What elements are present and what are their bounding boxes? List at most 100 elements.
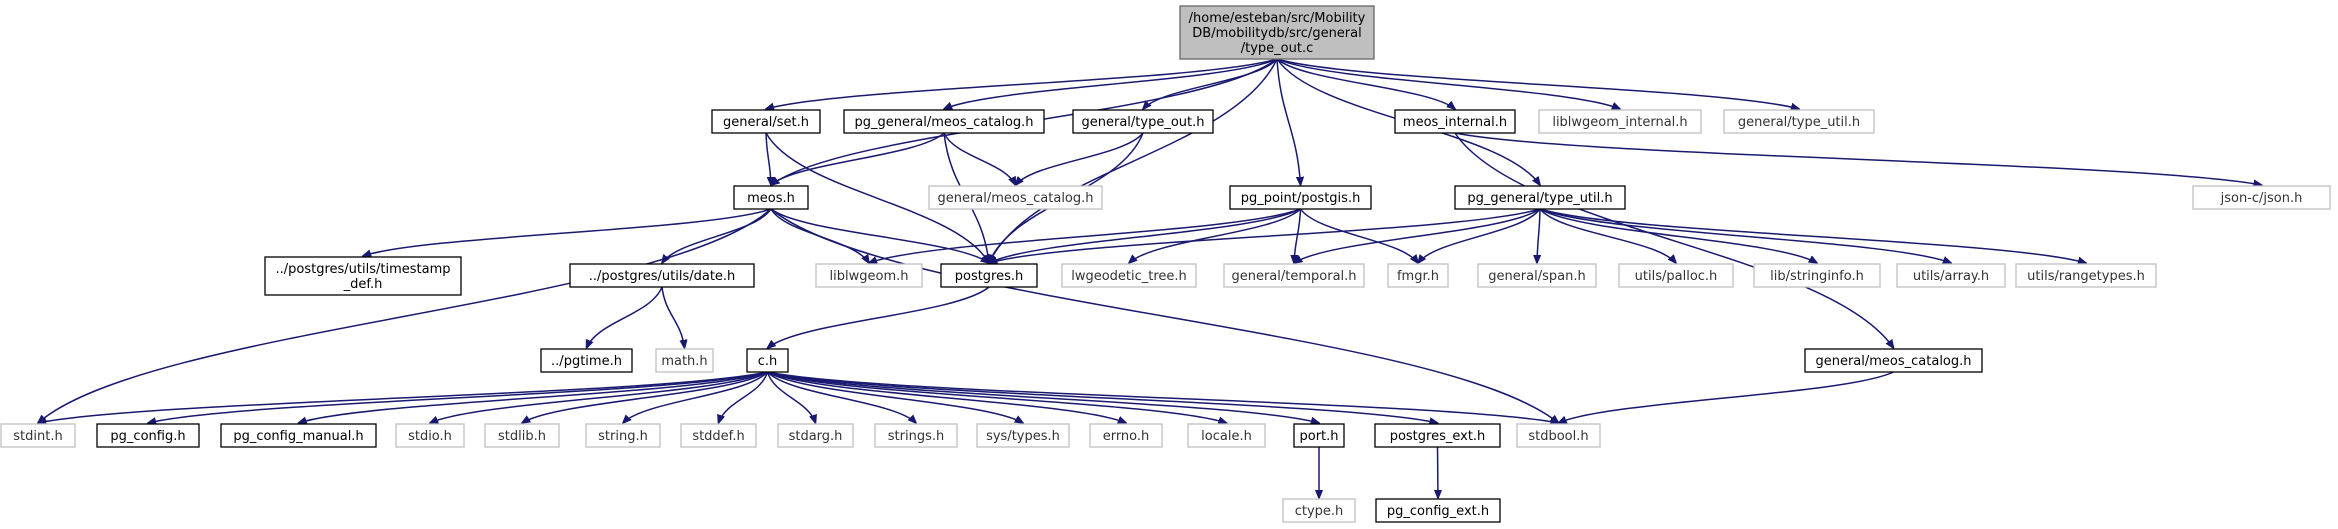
node-label: meos_internal.h xyxy=(1403,115,1507,130)
node-utils-rangetypes-h[interactable]: utils/rangetypes.h xyxy=(2015,263,2157,288)
node-pg-config-h[interactable]: pg_config.h xyxy=(96,423,200,448)
node-label: general/set.h xyxy=(723,115,809,130)
node-label: math.h xyxy=(661,354,707,369)
edge-root-to-liblwgeom-internal-h xyxy=(1276,58,1620,109)
node-label: pg_general/type_util.h xyxy=(1467,191,1612,206)
edge-root-to-pg-general-meos-catalog-h xyxy=(944,58,1278,109)
node-label: ../postgres/utils/timestamp xyxy=(275,262,450,277)
node-general-meos-catalog-h-a[interactable]: general/meos_catalog.h xyxy=(928,185,1103,210)
node-box xyxy=(1753,263,1881,288)
edge-pg-point-postgis-h-to-postgres-h xyxy=(989,208,1301,263)
node-utils-array-h[interactable]: utils/array.h xyxy=(1896,263,2006,288)
node-box xyxy=(777,423,854,448)
node-box xyxy=(540,348,633,373)
node-utils-palloc-h[interactable]: utils/palloc.h xyxy=(1618,263,1734,288)
node-stddef-h[interactable]: stddef.h xyxy=(680,423,757,448)
node-label: meos.h xyxy=(747,191,795,206)
edge-root-to-meos-internal-h xyxy=(1276,58,1455,109)
edge-meos-h-to-stdint-h xyxy=(38,208,772,423)
node-box xyxy=(1187,423,1266,448)
node-pg-general-type-util-h[interactable]: pg_general/type_util.h xyxy=(1454,185,1626,210)
node-label: ctype.h xyxy=(1295,504,1344,519)
node-meos-h[interactable]: meos.h xyxy=(733,185,809,210)
edge-general-type-out-h-to-general-meos-catalog-h-a xyxy=(1016,132,1144,185)
node-lwgeodetic-tree-h[interactable]: lwgeodetic_tree.h xyxy=(1061,263,1197,288)
node-c-h[interactable]: c.h xyxy=(746,348,789,373)
node-box xyxy=(569,263,755,288)
node-box xyxy=(1454,185,1626,210)
node-sys-types-h[interactable]: sys/types.h xyxy=(976,423,1070,448)
edge-c-h-to-port-h xyxy=(767,371,1320,423)
node-date-h[interactable]: ../postgres/utils/date.h xyxy=(569,263,755,288)
edge-date-h-to-pgtime-h xyxy=(587,286,663,348)
edge-meos-h-to-date-h xyxy=(662,208,772,263)
node-postgres-h[interactable]: postgres.h xyxy=(940,263,1038,288)
node-box xyxy=(928,185,1103,210)
edge-meos-h-to-postgres-h xyxy=(770,208,989,263)
node-port-h[interactable]: port.h xyxy=(1293,423,1345,448)
node-liblwgeom-h[interactable]: liblwgeom.h xyxy=(815,263,923,288)
edge-pg-general-type-util-h-to-postgres-h xyxy=(989,208,1541,263)
node-box xyxy=(1061,263,1197,288)
node-stdlib-h[interactable]: stdlib.h xyxy=(484,423,560,448)
node-pg-point-postgis-h[interactable]: pg_point/postgis.h xyxy=(1229,185,1372,210)
edge-c-h-to-string-h xyxy=(623,371,769,423)
node-pgtime-h[interactable]: ../pgtime.h xyxy=(540,348,633,373)
node-stdbool-h[interactable]: stdbool.h xyxy=(1516,423,1601,448)
node-json-h[interactable]: json-c/json.h xyxy=(2192,185,2331,210)
node-general-meos-catalog-h-b[interactable]: general/meos_catalog.h xyxy=(1804,348,1983,373)
node-label: lwgeodetic_tree.h xyxy=(1071,269,1187,284)
node-label: general/type_util.h xyxy=(1738,115,1860,130)
node-general-set-h[interactable]: general/set.h xyxy=(711,109,821,134)
node-label: json-c/json.h xyxy=(2220,191,2303,206)
node-general-type-out-h[interactable]: general/type_out.h xyxy=(1072,109,1214,134)
node-string-h[interactable]: string.h xyxy=(585,423,661,448)
node-root[interactable]: /home/esteban/src/MobilityDB/mobilitydb/… xyxy=(1179,5,1375,60)
node-general-span-h[interactable]: general/span.h xyxy=(1477,263,1597,288)
node-general-temporal-h[interactable]: general/temporal.h xyxy=(1223,263,1365,288)
node-stdint-h[interactable]: stdint.h xyxy=(0,423,76,448)
node-label: general/span.h xyxy=(1488,269,1585,284)
node-box xyxy=(2192,185,2331,210)
node-pg-config-ext-h[interactable]: pg_config_ext.h xyxy=(1375,498,1501,523)
edge-c-h-to-errno-h xyxy=(767,371,1127,423)
node-label: stdarg.h xyxy=(789,429,843,444)
node-stdarg-h[interactable]: stdarg.h xyxy=(777,423,854,448)
node-box xyxy=(976,423,1070,448)
node-pg-general-meos-catalog-h[interactable]: pg_general/meos_catalog.h xyxy=(843,109,1045,134)
node-box xyxy=(874,423,958,448)
node-errno-h[interactable]: errno.h xyxy=(1089,423,1163,448)
node-pg-config-manual-h[interactable]: pg_config_manual.h xyxy=(220,423,377,448)
node-math-h[interactable]: math.h xyxy=(655,348,714,373)
node-box xyxy=(1896,263,2006,288)
edge-c-h-to-pg-config-manual-h xyxy=(299,371,768,423)
node-ctype-h[interactable]: ctype.h xyxy=(1282,498,1356,523)
node-label: c.h xyxy=(758,354,778,369)
node-timestamp-def-h[interactable]: ../postgres/utils/timestamp_def.h xyxy=(264,256,462,296)
node-meos-internal-h[interactable]: meos_internal.h xyxy=(1394,109,1516,134)
node-postgres-ext-h[interactable]: postgres_ext.h xyxy=(1374,423,1501,448)
node-stdio-h[interactable]: stdio.h xyxy=(395,423,465,448)
node-label: postgres.h xyxy=(955,269,1024,284)
node-fmgr-h[interactable]: fmgr.h xyxy=(1387,263,1449,288)
node-lib-stringinfo-h[interactable]: lib/stringinfo.h xyxy=(1753,263,1881,288)
edge-pg-point-postgis-h-to-lwgeodetic-tree-h xyxy=(1129,208,1302,263)
node-box xyxy=(1538,109,1702,134)
node-box xyxy=(1374,423,1501,448)
node-strings-h[interactable]: strings.h xyxy=(874,423,958,448)
node-label: stdio.h xyxy=(408,429,452,444)
edge-pg-general-type-util-h-to-fmgr-h xyxy=(1418,208,1541,263)
edge-pg-general-meos-catalog-h-to-meos-h xyxy=(771,132,945,185)
node-general-type-util-h[interactable]: general/type_util.h xyxy=(1723,109,1875,134)
edge-postgres-ext-h-to-pg-config-ext-h xyxy=(1438,446,1439,498)
edge-pg-general-type-util-h-to-utils-palloc-h xyxy=(1539,208,1676,263)
node-box xyxy=(1723,109,1875,134)
node-label: port.h xyxy=(1299,429,1338,444)
edge-meos-h-to-stdbool-h xyxy=(770,208,1559,423)
edge-postgres-h-to-c-h xyxy=(768,286,990,348)
node-locale-h[interactable]: locale.h xyxy=(1187,423,1266,448)
node-box xyxy=(1293,423,1345,448)
node-liblwgeom-internal-h[interactable]: liblwgeom_internal.h xyxy=(1538,109,1702,134)
edge-meos-internal-h-to-general-meos-catalog-h-b xyxy=(1454,132,1894,348)
node-label: general/temporal.h xyxy=(1231,269,1356,284)
